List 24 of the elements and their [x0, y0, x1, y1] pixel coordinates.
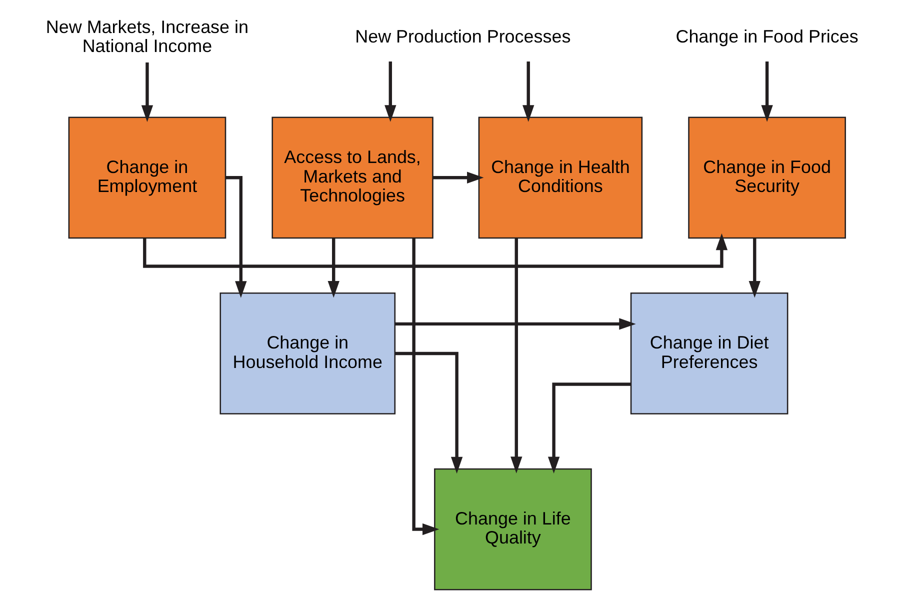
arrow	[394, 318, 636, 330]
arrow	[748, 238, 760, 298]
arrow	[142, 233, 728, 268]
arrow	[522, 62, 534, 122]
arrow	[327, 238, 339, 298]
arrow	[432, 172, 484, 184]
arrow	[547, 382, 630, 474]
node-box: Change in Household Income	[219, 292, 396, 414]
node-box: Access to Lands, Markets and Technologies	[271, 116, 433, 239]
arrow	[510, 238, 522, 474]
arrow	[412, 238, 439, 536]
node-box: Change in Health Conditions	[478, 116, 642, 239]
arrow	[384, 62, 396, 122]
arrow	[140, 62, 153, 122]
node-box: Change in Food Security	[688, 116, 846, 239]
arrow	[760, 62, 772, 122]
node-text: New Production Processes	[354, 26, 570, 47]
node-text: Change in Food Prices	[675, 26, 858, 47]
node-box: Change in Diet Preferences	[630, 292, 788, 414]
node-box: Change in Employment	[68, 116, 226, 239]
arrow	[394, 352, 462, 474]
node-box: Change in Life Quality	[434, 468, 592, 590]
arrow	[225, 176, 246, 298]
node-text: New Markets, Increase in National Income	[45, 16, 248, 56]
